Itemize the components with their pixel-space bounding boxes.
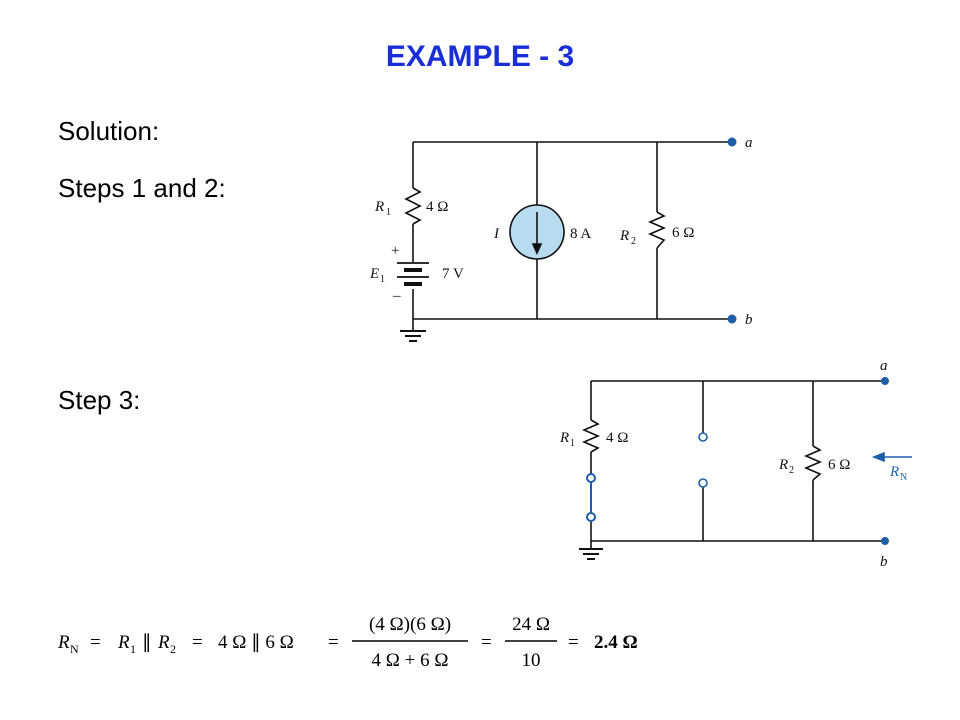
r1-label-2: R <box>559 430 569 446</box>
i-value: 8 A <box>570 226 591 242</box>
eq-frac2-den: 10 <box>522 650 541 671</box>
eq-r1: R <box>117 632 130 653</box>
eq-equals-4: = <box>481 632 492 653</box>
r2-label-2: R <box>778 457 788 473</box>
eq-equals-3: = <box>328 632 339 653</box>
minus-sign: – <box>392 288 401 304</box>
eq-frac2-num: 24 Ω <box>512 614 550 635</box>
r1-value: 4 Ω <box>426 199 448 215</box>
battery-e1 <box>397 262 429 286</box>
e1-value: 7 V <box>442 266 464 282</box>
eq-equals-1: = <box>90 632 101 653</box>
ground-symbol-1 <box>400 330 426 342</box>
eq-parallel-1: ∥ <box>142 632 152 653</box>
r2-resistor-2 <box>803 445 823 481</box>
r2-value-2: 6 Ω <box>828 457 850 473</box>
eq-frac1-num: (4 Ω)(6 Ω) <box>369 614 451 635</box>
r1-resistor <box>404 187 422 225</box>
eq-r2: R <box>157 632 170 653</box>
r2-sub: 2 <box>631 236 636 247</box>
terminal-b-node <box>727 314 737 324</box>
open-circuit <box>698 432 708 488</box>
eq-equals-5: = <box>568 632 579 653</box>
terminal-a-label: a <box>745 135 753 151</box>
terminal-a-label-2: a <box>880 358 888 374</box>
steps-1-2-label: Steps 1 and 2: <box>58 173 226 203</box>
terminal-a-node-2 <box>881 377 889 385</box>
eq-rn-sub: N <box>70 642 79 656</box>
step-3-label: Step 3: <box>58 385 141 415</box>
slide-title: EXAMPLE - 3 <box>385 40 575 73</box>
current-arrow <box>531 212 543 255</box>
e1-sub: 1 <box>380 274 385 285</box>
ground-symbol-2 <box>579 548 603 560</box>
eq-equals-2: = <box>192 632 203 653</box>
r1-sub: 1 <box>386 207 391 218</box>
eq-mid: 4 Ω ∥ 6 Ω <box>218 632 294 653</box>
eq-result: 2.4 Ω <box>594 632 638 653</box>
r2-label: R <box>619 228 629 244</box>
terminal-b-label-2: b <box>880 554 888 570</box>
rn-arrow-icon <box>871 451 912 463</box>
eq-r2-sub: 2 <box>170 642 176 656</box>
eq-frac1-den: 4 Ω + 6 Ω <box>372 650 449 671</box>
solution-label: Solution: <box>58 116 160 146</box>
r1-label: R <box>374 199 384 215</box>
eq-rn: R <box>57 632 70 653</box>
e1-label: E <box>369 266 379 282</box>
rn-sub-2: N <box>900 472 907 483</box>
r2-sub-2: 2 <box>789 465 794 476</box>
short-circuit <box>586 473 596 522</box>
r2-value: 6 Ω <box>672 225 694 241</box>
r1-resistor-2 <box>581 419 601 453</box>
i-label: I <box>493 226 500 242</box>
plus-sign: + <box>391 243 399 259</box>
r1-sub-2: 1 <box>570 438 575 449</box>
terminal-a-node <box>727 137 737 147</box>
r2-resistor <box>647 211 667 249</box>
rn-label-2: R <box>889 464 899 480</box>
eq-r1-sub: 1 <box>130 642 136 656</box>
r1-value-2: 4 Ω <box>606 430 628 446</box>
terminal-b-label: b <box>745 312 753 328</box>
terminal-b-node-2 <box>881 537 889 545</box>
